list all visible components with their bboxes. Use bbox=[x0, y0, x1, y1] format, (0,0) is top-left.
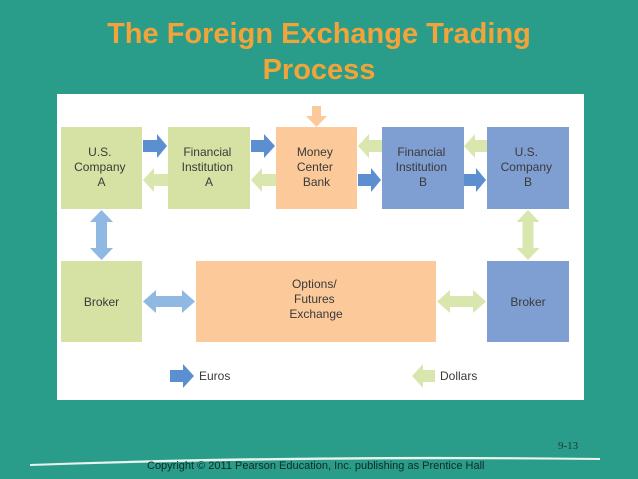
label-us-company-b: U.S. Company B bbox=[501, 145, 556, 189]
euro-arrow-a-to-fi-a bbox=[143, 134, 167, 158]
slide-title-line-2: Process bbox=[262, 54, 376, 86]
dollar-arrow-fi-a-to-company-a bbox=[143, 168, 168, 192]
box-money-center-bank bbox=[276, 127, 357, 209]
bidirectional-arrow-company-b-broker bbox=[516, 210, 540, 260]
label-us-company-a: U.S. Company A bbox=[74, 145, 129, 189]
box-broker-right bbox=[487, 261, 569, 342]
euro-arrow-fi-a-to-bank bbox=[251, 134, 275, 158]
legend-euro-arrow-icon bbox=[170, 364, 194, 388]
slide-title-line-1: The Foreign Exchange Trading bbox=[107, 18, 531, 50]
euro-arrow-fi-b-to-company-b bbox=[464, 168, 486, 192]
box-us-company-a bbox=[61, 127, 142, 209]
bidirectional-arrow-exchange-broker-right bbox=[437, 290, 486, 313]
box-us-company-b bbox=[487, 127, 569, 209]
slide-number: 9-13 bbox=[558, 440, 579, 452]
label-financial-institution-a: Financial Institution A bbox=[182, 145, 237, 189]
arrow-into-money-center-bank bbox=[306, 106, 327, 127]
dollar-arrow-bank-to-fi-a bbox=[251, 168, 276, 192]
diagram-canvas: U.S. Company A Financial Institution A M… bbox=[61, 106, 569, 388]
legend-dollars-label: Dollars bbox=[440, 369, 477, 383]
euro-arrow-bank-to-fi-b bbox=[358, 168, 381, 192]
dollar-arrow-company-b-to-fi-b bbox=[464, 134, 487, 158]
label-money-center-bank: Money Center Bank bbox=[297, 145, 336, 189]
box-broker-left bbox=[61, 261, 142, 342]
legend-euros-label: Euros bbox=[199, 369, 230, 383]
bidirectional-arrow-company-a-broker bbox=[90, 210, 113, 260]
bidirectional-arrow-broker-left-exchange bbox=[143, 290, 195, 313]
box-financial-institution-a bbox=[168, 127, 250, 209]
label-broker-right: Broker bbox=[510, 295, 545, 309]
slide-title: The Foreign Exchange Trading Process bbox=[0, 16, 638, 88]
label-broker-left: Broker bbox=[84, 295, 119, 309]
legend-dollar-arrow-icon bbox=[412, 364, 435, 388]
fx-trading-diagram: U.S. Company A Financial Institution A M… bbox=[57, 94, 584, 400]
footer-swoosh-decoration bbox=[30, 456, 600, 466]
copyright-notice: Copyright © 2011 Pearson Education, Inc.… bbox=[147, 460, 485, 472]
box-options-futures-exchange bbox=[196, 261, 436, 342]
dollar-arrow-fi-b-to-bank bbox=[358, 134, 382, 158]
box-financial-institution-b bbox=[382, 127, 464, 209]
label-options-futures-exchange: Options/ Futures Exchange bbox=[289, 277, 343, 321]
label-financial-institution-b: Financial Institution B bbox=[396, 145, 451, 189]
